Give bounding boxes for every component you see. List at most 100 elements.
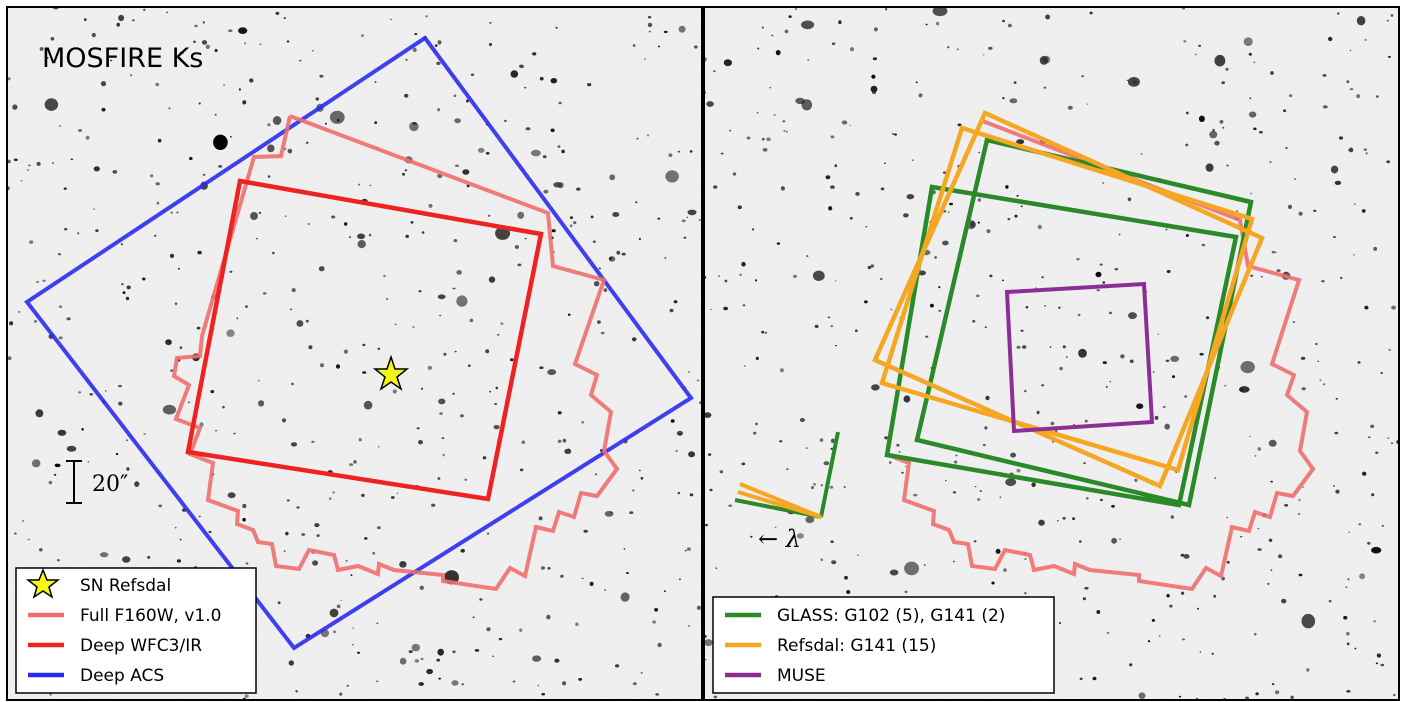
galaxy [275,11,280,15]
galaxy [718,275,720,278]
galaxy [316,534,320,537]
galaxy [437,648,445,656]
galaxy [99,552,109,558]
galaxy [59,305,63,309]
galaxy [581,577,584,580]
galaxy [663,590,666,592]
galaxy [361,493,365,497]
galaxy [1376,95,1379,98]
galaxy [1365,152,1368,155]
galaxy [635,201,638,204]
galaxy [155,182,160,186]
galaxy [1322,74,1327,77]
galaxy [1317,360,1320,362]
galaxy [1198,115,1205,123]
galaxy [524,238,527,240]
galaxy [1201,243,1206,247]
galaxy [903,395,911,403]
galaxy [609,174,616,181]
galaxy [358,183,361,186]
galaxy [412,47,417,52]
galaxy [654,607,659,612]
galaxy [1364,39,1367,41]
galaxy [89,393,94,396]
galaxy [1172,375,1175,378]
galaxy [780,368,784,373]
galaxy [1249,192,1253,195]
galaxy [349,236,351,238]
galaxy [1225,67,1229,71]
galaxy [1180,553,1185,557]
galaxy [871,384,880,391]
galaxy [1076,258,1080,261]
galaxy [673,300,678,304]
galaxy [131,19,135,22]
galaxy [500,322,504,325]
galaxy [399,561,407,568]
galaxy [488,276,496,283]
galaxy [498,637,503,641]
galaxy [1255,692,1259,696]
galaxy [1041,384,1045,387]
galaxy [438,398,446,405]
galaxy [1358,523,1362,526]
galaxy [560,574,564,578]
galaxy [707,453,712,456]
galaxy [1322,105,1328,109]
galaxy [1013,81,1017,84]
galaxy [1348,531,1350,533]
galaxy [827,316,831,319]
galaxy [1349,49,1352,52]
galaxy [884,436,889,440]
galaxy [977,498,981,501]
galaxy [1170,355,1180,362]
galaxy [1181,638,1186,641]
galaxy [70,158,74,161]
galaxy [698,219,701,221]
galaxy [1271,250,1276,254]
galaxy [226,329,235,338]
galaxy [539,76,544,81]
galaxy [218,165,223,168]
galaxy [1270,569,1273,572]
galaxy [318,266,325,272]
galaxy [1105,385,1108,388]
galaxy [306,141,309,144]
galaxy [558,101,562,105]
galaxy [452,650,456,654]
galaxy [339,692,343,696]
galaxy [1269,161,1272,164]
galaxy [989,274,993,278]
galaxy [1288,204,1292,209]
galaxy [1345,586,1348,589]
galaxy [638,469,641,472]
galaxy [1016,345,1021,349]
galaxy [485,151,490,155]
galaxy [39,548,43,552]
galaxy [120,243,124,246]
galaxy [284,215,287,217]
galaxy [454,350,457,353]
right-panel: ← λ GLASS: G102 (5), G141 (2) Refsdal: G… [703,6,1400,701]
galaxy [785,130,788,133]
galaxy [805,447,808,449]
galaxy [801,99,813,111]
galaxy [1298,211,1303,216]
galaxy [894,133,897,136]
galaxy [9,321,14,326]
galaxy [1111,537,1117,544]
galaxy [912,159,914,161]
galaxy [519,64,524,69]
galaxy [849,217,853,220]
galaxy [1079,677,1083,680]
galaxy [796,533,804,539]
galaxy [412,326,415,328]
galaxy [466,99,469,103]
galaxy [59,125,61,127]
galaxy [986,229,991,234]
galaxy [307,223,310,225]
galaxy [452,392,455,395]
galaxy [353,460,357,464]
galaxy [1330,165,1339,174]
galaxy [1362,471,1367,476]
